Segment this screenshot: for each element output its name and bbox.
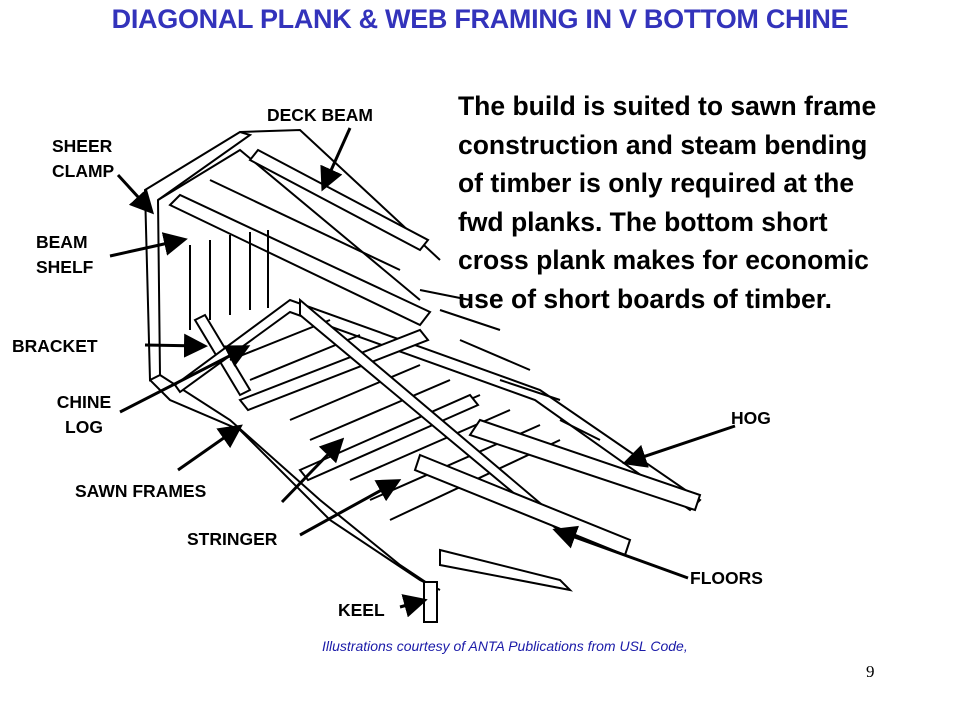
description-paragraph: The build is suited to sawn frame constr… [458, 87, 958, 318]
label-line: LOG [65, 417, 103, 437]
deck-beam-arrow [320, 127, 352, 192]
label-line: BEAM [36, 232, 88, 252]
label-beam-shelf: BEAM SHELF [36, 230, 93, 280]
label-deck-beam: DECK BEAM [267, 105, 373, 125]
illustration-credit: Illustrations courtesy of ANTA Publicati… [322, 638, 688, 654]
floors-arrow [552, 525, 689, 580]
sawn-frames-arrow [177, 424, 243, 472]
label-keel: KEEL [338, 600, 385, 620]
hog-arrow [622, 424, 736, 468]
chine-log-arrow [119, 345, 251, 414]
stringer-arrow-1 [280, 437, 345, 504]
label-chine-log: CHINE LOG [52, 390, 116, 440]
label-stringer: STRINGER [187, 529, 278, 549]
label-floors: FLOORS [690, 568, 763, 588]
label-line: CLAMP [52, 161, 115, 181]
label-line: SHEER [52, 136, 113, 156]
description-line: of timber is only required at the [458, 168, 855, 198]
description-line: use of short boards of timber. [458, 283, 832, 314]
stringer-arrow-2 [299, 479, 402, 537]
label-line: SHELF [36, 257, 94, 277]
label-sawn-frames: SAWN FRAMES [75, 481, 207, 501]
bracket-arrow [144, 333, 208, 358]
page-number: 9 [866, 662, 875, 681]
slide-title: DIAGONAL PLANK & WEB FRAMING IN V BOTTOM… [111, 4, 849, 34]
label-bracket: BRACKET [12, 336, 98, 356]
description-line: construction and steam bending [458, 129, 868, 160]
keel-section-box [423, 581, 438, 623]
label-sheer-clamp: SHEER CLAMP [52, 134, 114, 184]
hull-drawing [143, 128, 702, 623]
beam-shelf-arrow [109, 232, 188, 258]
description-line: fwd planks. The bottom short [458, 206, 828, 237]
sheer-clamp-arrow [116, 173, 155, 215]
keel-arrow [399, 594, 428, 618]
label-hog: HOG [731, 408, 771, 428]
label-arrows [109, 127, 736, 618]
description-line: cross plank makes for economic [458, 245, 869, 275]
label-line: CHINE [56, 392, 112, 412]
description-line: The build is suited to sawn frame [458, 91, 877, 121]
